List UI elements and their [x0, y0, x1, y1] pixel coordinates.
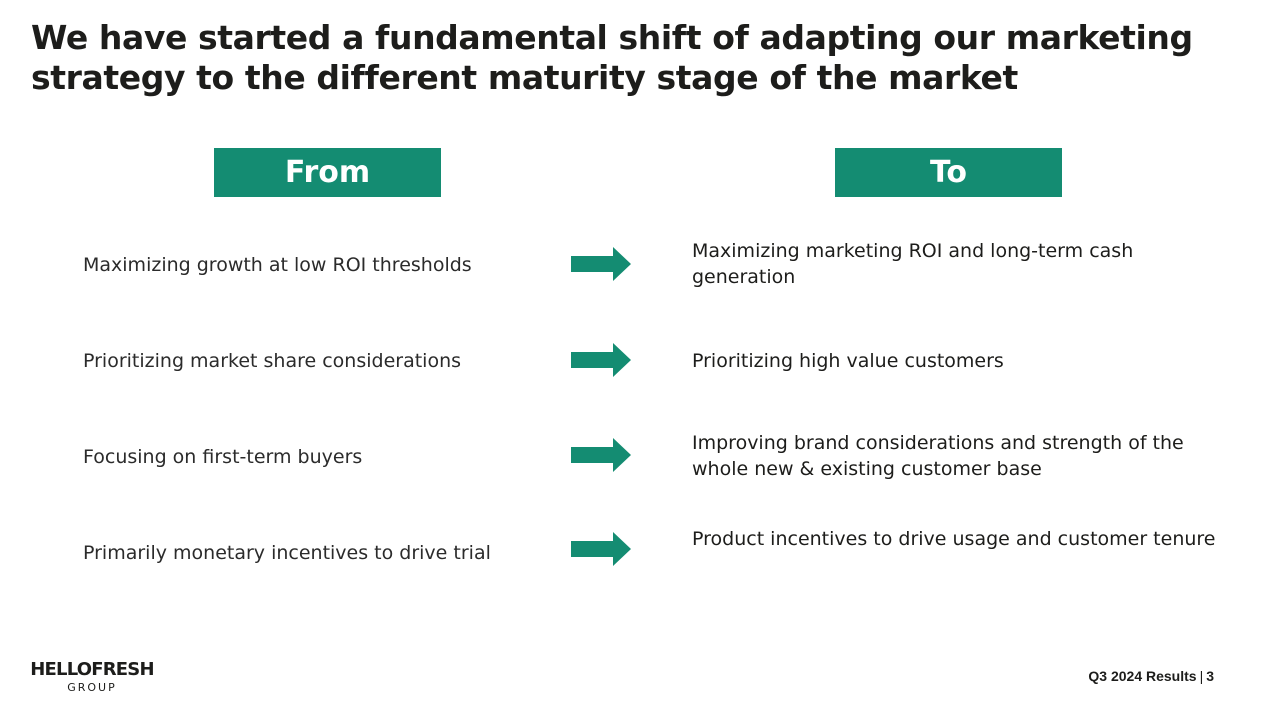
- footer-separator: |: [1199, 668, 1204, 684]
- logo-subtext: GROUP: [67, 681, 117, 694]
- hellofresh-group-logo: HELLOFRESH GROUP: [22, 659, 162, 695]
- from-text: Prioritizing market share considerations: [83, 350, 462, 372]
- from-text: Maximizing growth at low ROI thresholds: [83, 254, 472, 276]
- right-arrow-icon: [571, 343, 631, 377]
- from-text: Focusing on first-term buyers: [83, 446, 363, 468]
- to-header: To: [835, 148, 1062, 197]
- right-arrow-icon: [571, 532, 631, 566]
- right-arrow-icon: [571, 247, 631, 281]
- from-header: From: [214, 148, 441, 197]
- logo-wordmark: HELLOFRESH: [30, 659, 154, 680]
- right-arrow-icon: [571, 438, 631, 472]
- to-text: Maximizing marketing ROI and long-term c…: [692, 240, 1134, 288]
- slide-title: We have started a fundamental shift of a…: [31, 18, 1193, 97]
- to-text: Product incentives to drive usage and cu…: [692, 528, 1216, 550]
- footer-results-label: Q3 2024 Results: [1088, 668, 1197, 684]
- page-number: 3: [1206, 668, 1214, 684]
- to-text: Improving brand considerations and stren…: [692, 432, 1184, 480]
- footer: Q3 2024 Results|3: [1088, 668, 1214, 684]
- from-text: Primarily monetary incentives to drive t…: [83, 542, 491, 564]
- to-text: Prioritizing high value customers: [692, 350, 1004, 372]
